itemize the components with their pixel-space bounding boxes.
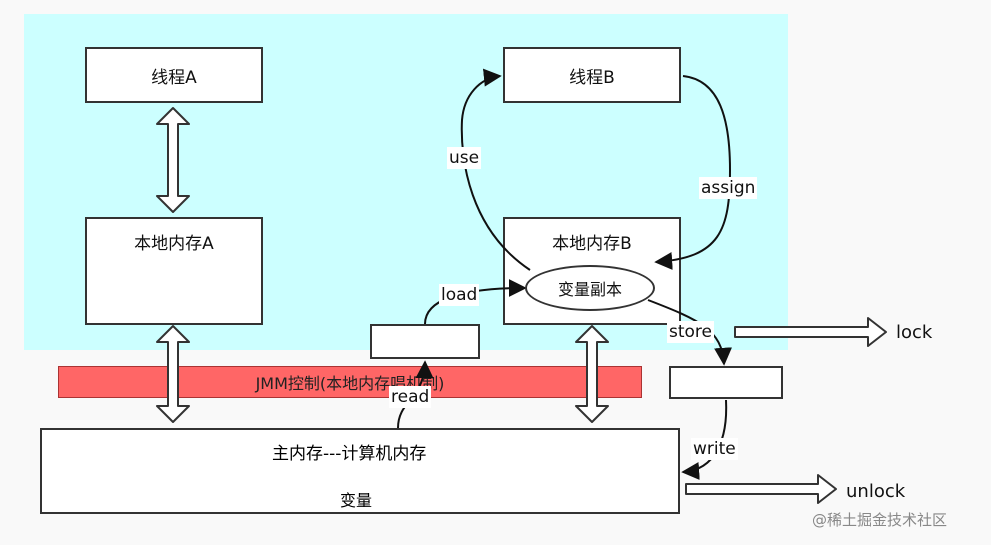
main-memory-title: 主内存---计算机内存 — [272, 444, 427, 464]
store-write-buffer-box — [669, 366, 783, 399]
variable-copy-ellipse: 变量副本 — [525, 265, 655, 311]
use-curve — [460, 68, 531, 271]
unlock-label: unlock — [846, 481, 906, 502]
load-read-buffer-box — [370, 324, 480, 359]
assign-label: assign — [699, 177, 758, 199]
write-label: write — [691, 438, 738, 460]
main-memory-box — [40, 428, 680, 514]
assign-curve — [654, 75, 732, 270]
write-curve — [681, 399, 728, 480]
thread-b-label: 线程B — [569, 67, 615, 88]
read-label: read — [389, 386, 432, 408]
thread-b-box: 线程B — [503, 47, 681, 103]
thread-a-label: 线程A — [151, 67, 197, 88]
unlock-arrow — [685, 474, 837, 504]
jmm-control-band: JMM控制(本地内存唱机制) — [58, 366, 642, 398]
local-b-main-arrow — [575, 325, 609, 423]
variable-copy-label: 变量副本 — [557, 280, 622, 299]
store-label: store — [667, 321, 714, 343]
local-a-main-arrow — [156, 325, 190, 423]
local-memory-b-label: 本地内存B — [552, 234, 632, 254]
local-memory-a-label: 本地内存A — [134, 234, 214, 254]
lock-label: lock — [896, 322, 933, 343]
watermark-text: @稀土掘金技术社区 — [812, 511, 948, 529]
lock-arrow — [734, 317, 887, 347]
local-memory-a-box: 本地内存A — [85, 217, 263, 325]
thread-a-box: 线程A — [85, 47, 263, 103]
main-memory-variable: 变量 — [340, 491, 373, 510]
load-label: load — [439, 284, 480, 306]
use-label: use — [447, 147, 482, 169]
thread-a-local-a-arrow — [156, 107, 190, 213]
